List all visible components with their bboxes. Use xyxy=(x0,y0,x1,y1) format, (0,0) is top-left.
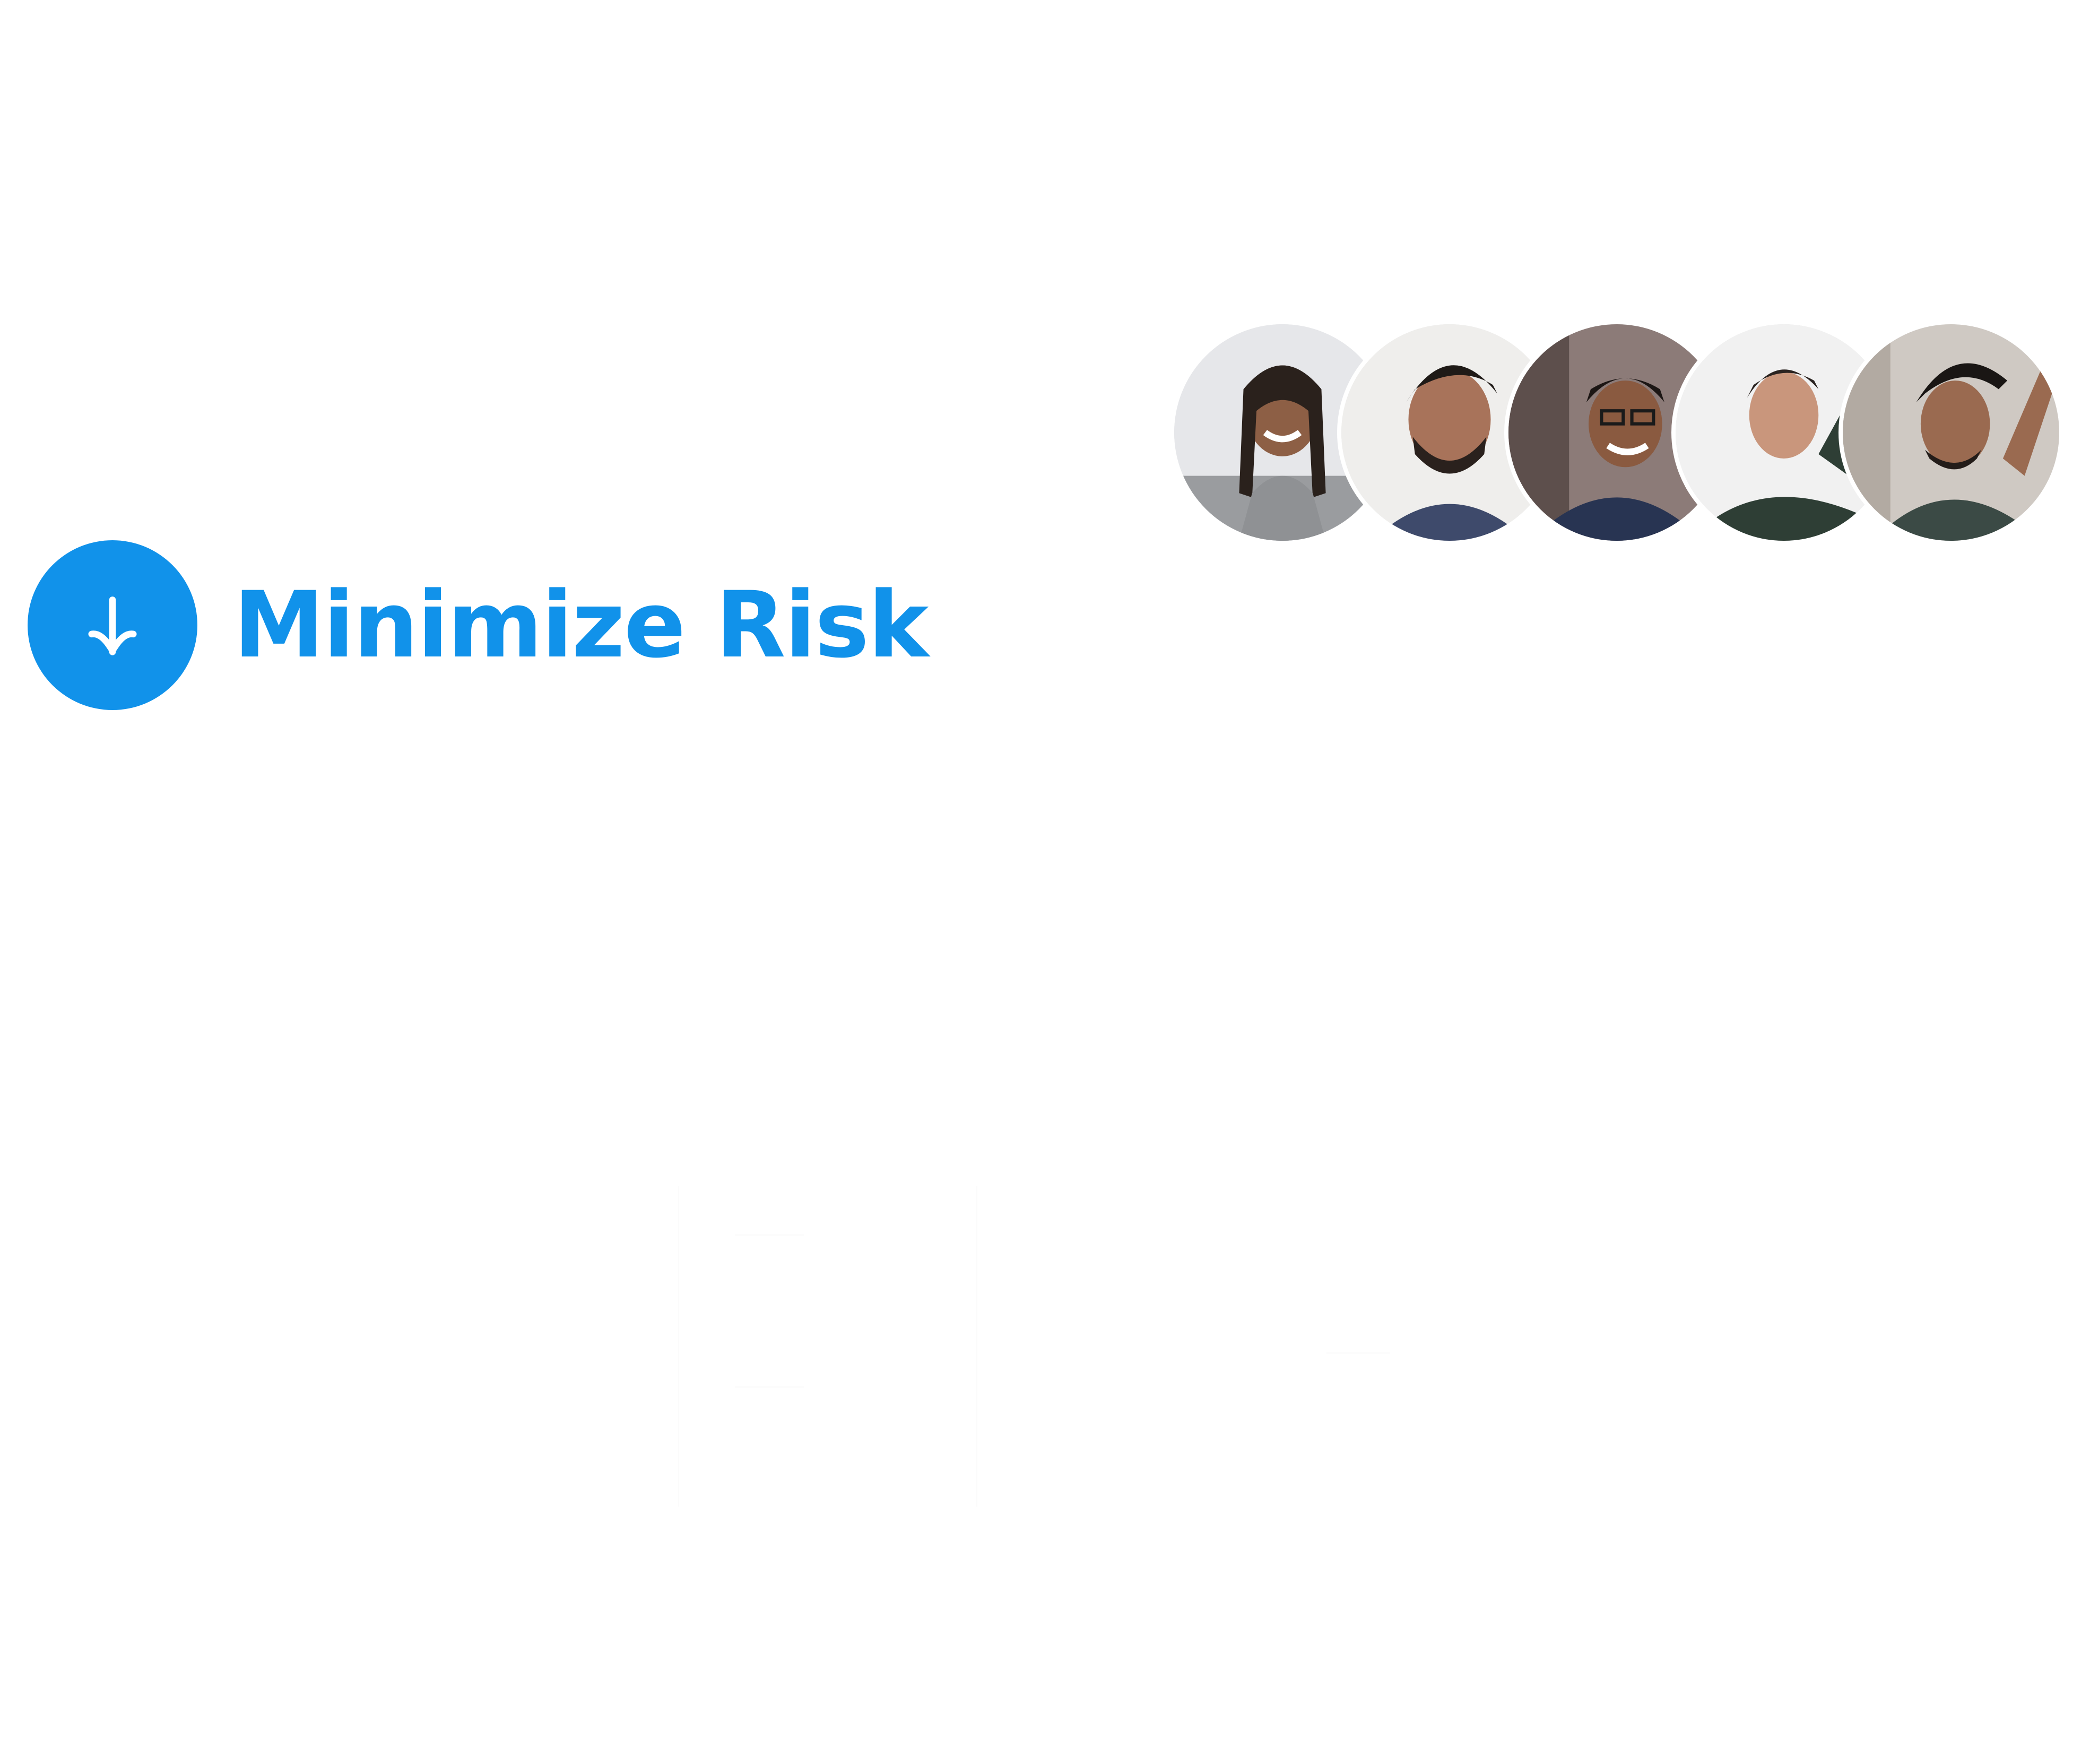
minimize-risk-badge: Minimize Risk xyxy=(28,540,929,710)
arrow-down-icon xyxy=(88,596,137,655)
avatar xyxy=(1838,320,2063,545)
faint-divider xyxy=(735,1386,804,1388)
minimize-risk-label: Minimize Risk xyxy=(233,572,929,678)
avatar xyxy=(1337,320,1562,545)
faint-divider xyxy=(735,1234,804,1236)
avatar-group xyxy=(1170,320,2072,548)
person-avatar-icon xyxy=(1508,324,1725,541)
person-avatar-icon xyxy=(1843,324,2059,541)
faint-divider xyxy=(1326,1352,1390,1354)
risk-icon-circle xyxy=(28,540,197,710)
person-avatar-icon xyxy=(1341,324,1558,541)
faint-panel xyxy=(678,1186,977,1507)
